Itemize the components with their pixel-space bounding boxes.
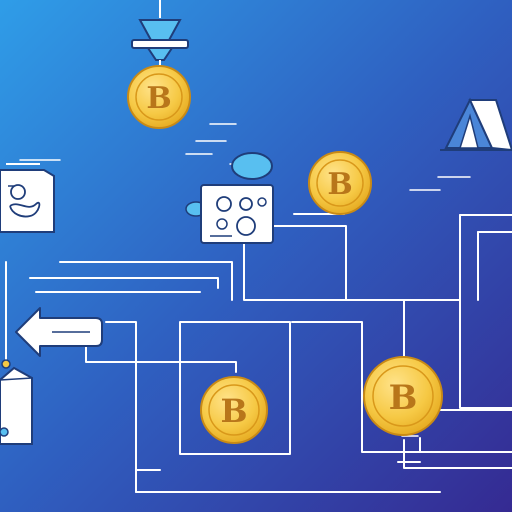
control-panel-icon	[201, 185, 273, 243]
coin-bottom-center-glyph: B	[220, 392, 247, 430]
coin-top: B	[128, 66, 190, 128]
coin-top-glyph: B	[146, 81, 171, 116]
coin-bottom-right-glyph: B	[389, 378, 418, 418]
coin-bottom-right: B	[364, 357, 442, 435]
coin-bottom-center: B	[201, 377, 267, 443]
coin-right: B	[309, 152, 371, 214]
document-icon	[0, 164, 54, 232]
coin-right-glyph: B	[327, 167, 352, 202]
